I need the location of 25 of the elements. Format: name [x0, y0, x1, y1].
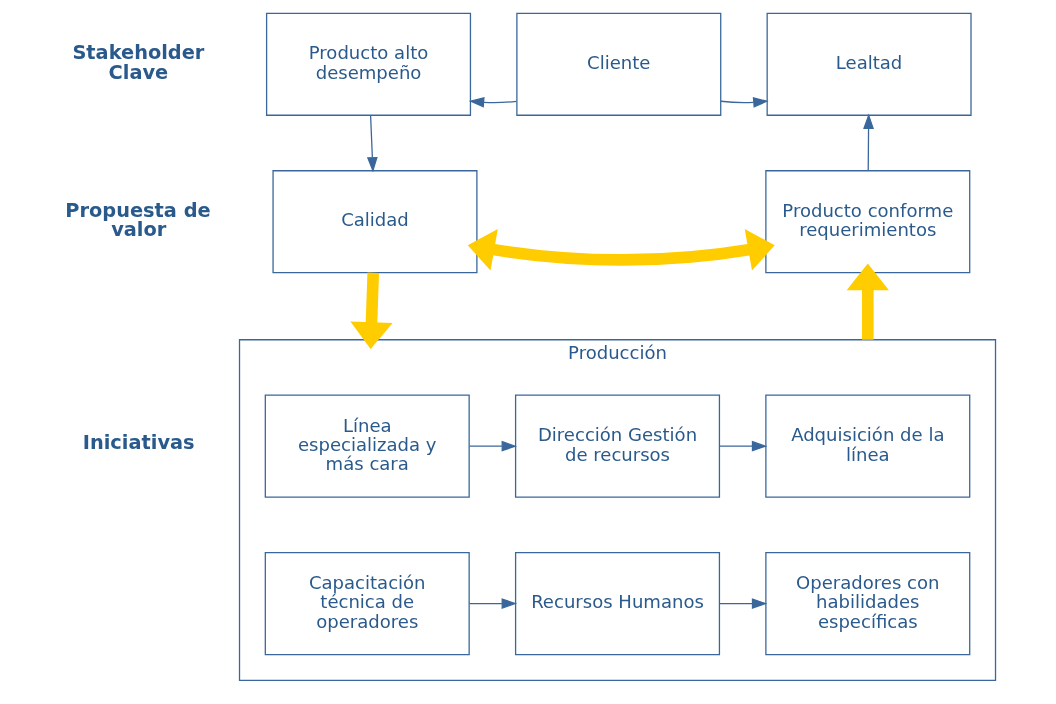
node-box: Producto alto desempeño [265, 12, 471, 116]
label: Stakeholder Clave [71, 41, 204, 84]
arrow [718, 598, 767, 609]
arrow [718, 440, 767, 452]
node-box: Producto conforme requerimientos [764, 170, 970, 274]
arrow [349, 272, 393, 350]
arrow [862, 113, 874, 172]
node-box: Cliente [515, 12, 721, 116]
arrow [468, 440, 517, 452]
arrow [468, 96, 517, 108]
node-box: Adquisición de la línea [764, 394, 970, 498]
arrow [846, 263, 889, 340]
label: Propuesta de valor [64, 198, 211, 241]
node-box: Lealtad [766, 12, 972, 116]
node-box: Operadores con habilidades específicas [764, 551, 970, 656]
arrow [468, 598, 517, 609]
arrow [366, 114, 378, 173]
node-box: Capacitación técnica de operadores [264, 551, 470, 656]
node-box: Línea especializada y más cara [264, 394, 470, 498]
arrow [719, 96, 769, 108]
arrow [467, 229, 775, 271]
label: Iniciativas [82, 431, 195, 455]
node-box: Dirección Gestión de recursos [514, 394, 720, 498]
node-box: Calidad [271, 170, 478, 274]
node-box: Recursos Humanos [514, 551, 720, 656]
